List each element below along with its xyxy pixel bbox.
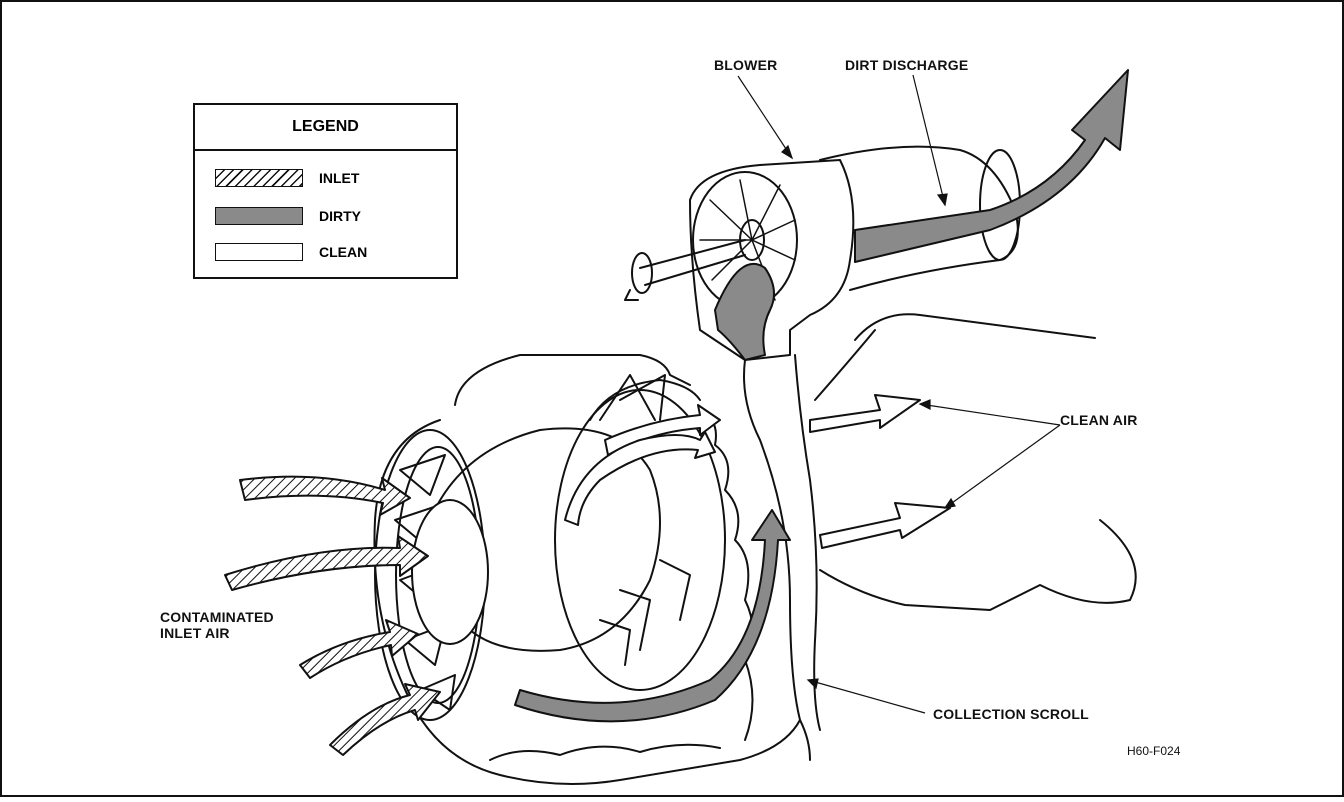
leader-clean-air-lower-head (945, 499, 955, 508)
hub-nose (412, 500, 488, 644)
leader-dirt-discharge (913, 75, 945, 205)
label-contaminated-line1: CONTAMINATED (160, 609, 274, 625)
blower-housing (690, 160, 853, 360)
leader-collection-scroll (808, 680, 925, 713)
label-blower: BLOWER (714, 57, 777, 73)
leader-clean-air-upper (920, 404, 1060, 425)
clean-white-swatch (215, 243, 303, 261)
leader-blower-head (782, 146, 792, 158)
leader-dirt-discharge-head (938, 194, 947, 205)
legend-label-clean: CLEAN (319, 244, 367, 260)
inlet-air-arrow-3 (300, 620, 418, 678)
inlet-air-arrow-1 (240, 477, 410, 515)
engine-body-upper-line (855, 314, 1095, 340)
label-collection-scroll: COLLECTION SCROLL (933, 706, 1089, 722)
dirty-flow-swirl-arrow (515, 510, 790, 721)
engine-body-inner-line (815, 330, 875, 400)
legend-title: LEGEND (195, 105, 456, 151)
leader-clean-air-lower (945, 425, 1060, 508)
legend-label-inlet: INLET (319, 170, 359, 186)
rotation-arrow-head (625, 290, 638, 300)
radial-vane (660, 560, 690, 620)
inlet-hatch-swatch (215, 169, 303, 187)
dirt-discharge-arrow (855, 70, 1128, 262)
clean-air-arrow-upper (810, 395, 920, 432)
clean-flow-loop-arrow (565, 432, 715, 525)
legend-label-dirty: DIRTY (319, 208, 361, 224)
cutaway-edge-bottom (490, 745, 720, 760)
legend-item-dirty: DIRTY (215, 207, 445, 227)
leader-collection-scroll-head (808, 679, 818, 688)
clean-air-arrow-lower (820, 503, 950, 548)
label-clean-air: CLEAN AIR (1060, 412, 1138, 428)
label-contaminated-line2: INLET AIR (160, 625, 230, 641)
legend-box: LEGEND INLET DIRTY CLEAN (193, 103, 458, 279)
radial-vane (620, 590, 650, 650)
dirty-gray-swatch (215, 207, 303, 225)
figure-id-label: H60-F024 (1127, 743, 1180, 759)
rotation-arrow-ring (632, 253, 652, 293)
legend-item-inlet: INLET (215, 169, 445, 189)
collection-scroll-inner (795, 355, 820, 730)
legend-item-clean: CLEAN (215, 243, 445, 263)
leader-clean-air-upper-head (920, 400, 930, 409)
label-dirt-discharge: DIRT DISCHARGE (845, 57, 968, 73)
leader-blower (738, 76, 792, 158)
